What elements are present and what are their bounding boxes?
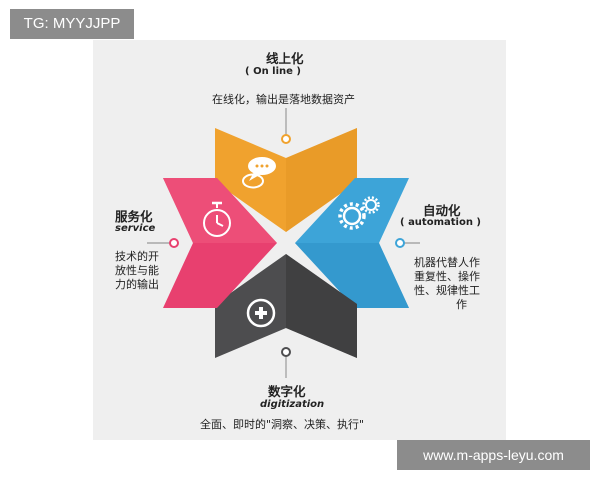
- digitization-subtitle: digitization: [260, 399, 325, 410]
- online-desc: 在线化，输出是落地数据资产: [212, 93, 355, 106]
- service-desc-line: 技术的开: [115, 250, 159, 263]
- gears-icon: [338, 196, 380, 230]
- service-connector: [147, 238, 179, 248]
- url-badge: www.m-apps-leyu.com: [397, 440, 590, 470]
- service-title: 服务化: [115, 209, 153, 224]
- automation-desc: 机器代替人作 重复性、操作 性、规律性工 作: [414, 256, 480, 312]
- automation-arrow: [295, 178, 409, 308]
- automation-subtitle-wrap: ( automation ): [400, 217, 482, 228]
- automation-connector: [395, 238, 420, 248]
- automation-subtitle: automation: [408, 217, 473, 228]
- automation-desc-line: 性、规律性工: [414, 284, 480, 297]
- plus-circle-icon: [246, 298, 276, 328]
- service-desc-line: 力的输出: [115, 278, 159, 291]
- online-arrow: [215, 128, 357, 232]
- stopwatch-icon: [203, 201, 231, 237]
- online-subtitle: On line: [253, 66, 293, 77]
- service-subtitle: service: [115, 223, 156, 234]
- automation-desc-line: 重复性、操作: [414, 270, 480, 283]
- digitization-arrow: [215, 254, 357, 358]
- service-desc-line: 放性与能: [115, 264, 159, 277]
- online-title: 线上化: [266, 51, 304, 66]
- digitization-title: 数字化: [268, 384, 306, 399]
- watermark-badge: TG: MYYJJPP: [10, 9, 134, 39]
- service-desc: 技术的开 放性与能 力的输出: [115, 250, 159, 292]
- chat-bubbles-icon: [242, 157, 276, 189]
- automation-desc-line: 机器代替人作: [414, 256, 480, 269]
- automation-title: 自动化: [423, 203, 461, 218]
- digitization-desc: 全面、即时的"洞察、决策、执行": [200, 418, 365, 431]
- automation-desc-line: 作: [456, 298, 467, 311]
- digitization-connector: [281, 347, 291, 378]
- online-subtitle-wrap: ( On line ): [245, 66, 301, 77]
- online-connector: [281, 108, 291, 144]
